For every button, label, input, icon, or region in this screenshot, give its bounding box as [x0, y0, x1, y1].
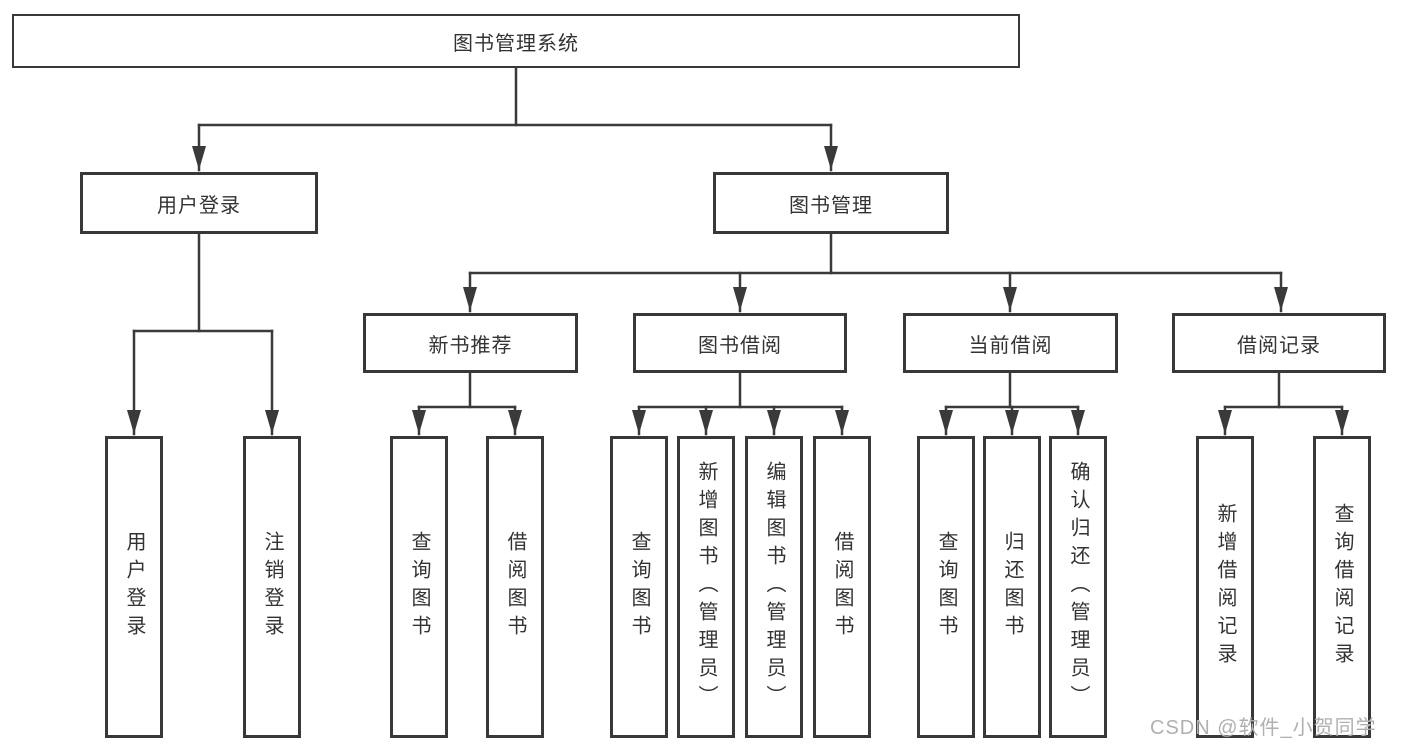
leaf-query-books-borrow: 查询图书 — [610, 436, 668, 738]
node-new-book-recommend: 新书推荐 — [363, 313, 578, 373]
leaf-borrow-books-recommend: 借阅图书 — [486, 436, 544, 738]
leaf-query-borrow-record: 查询借阅记录 — [1313, 436, 1371, 738]
csdn-watermark: CSDN @软件_小贺同学 — [1150, 717, 1377, 739]
leaf-return-book: 归还图书 — [983, 436, 1041, 738]
leaf-add-book-admin: 新增图书（管理员） — [677, 436, 735, 738]
leaf-user-login: 用户登录 — [105, 436, 163, 738]
leaf-borrow-books: 借阅图书 — [813, 436, 871, 738]
leaf-query-books-current: 查询图书 — [917, 436, 975, 738]
node-current-borrow: 当前借阅 — [903, 313, 1118, 373]
node-borrow-records: 借阅记录 — [1172, 313, 1386, 373]
leaf-confirm-return-admin: 确认归还（管理员） — [1049, 436, 1107, 738]
node-root-library-management-system: 图书管理系统 — [12, 14, 1020, 68]
leaf-edit-book-admin: 编辑图书（管理员） — [745, 436, 803, 738]
node-book-management: 图书管理 — [713, 172, 949, 234]
node-book-borrow: 图书借阅 — [633, 313, 847, 373]
leaf-logout: 注销登录 — [243, 436, 301, 738]
leaf-query-books-recommend: 查询图书 — [390, 436, 448, 738]
node-user-login: 用户登录 — [80, 172, 318, 234]
leaf-add-borrow-record: 新增借阅记录 — [1196, 436, 1254, 738]
